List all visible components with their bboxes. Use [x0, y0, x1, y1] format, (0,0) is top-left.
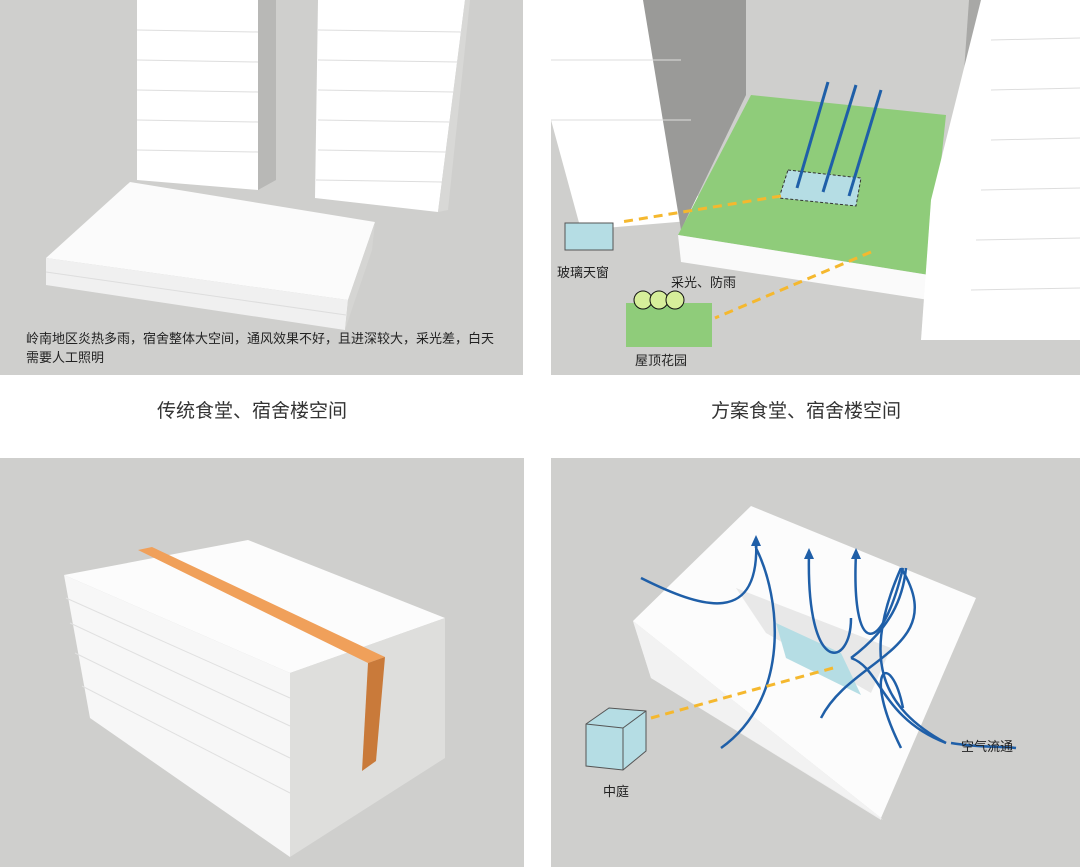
traditional-massing-drawing [45, 0, 470, 330]
roof-garden-label: 屋顶花园 [635, 354, 688, 369]
lighting-rainproof-label: 采光、防雨 [671, 276, 737, 291]
scheme-caption: 方案食堂、宿舍楼空间 [710, 400, 901, 422]
scheme-massing-drawing [551, 0, 1080, 347]
scheme-upper-panel: 玻璃天窗 采光、防雨 屋顶花园 [551, 0, 1080, 375]
traditional-lower-panel [0, 458, 524, 867]
traditional-block-drawing [64, 540, 445, 857]
skylight-label: 玻璃天窗 [557, 266, 610, 281]
traditional-upper-panel: 岭南地区炎热多雨，宿舍整体大空间，通风效果不好，且进深较大，采光差，白天需要人工… [0, 0, 523, 375]
scheme-courtyard-drawing [585, 506, 1017, 820]
scheme-lower-panel: 空气流通 中庭 [551, 458, 1080, 867]
traditional-caption: 传统食堂、宿舍楼空间 [156, 400, 347, 422]
airflow-label: 空气流通 [961, 740, 1014, 755]
courtyard-label: 中庭 [603, 785, 630, 800]
traditional-description: 岭南地区炎热多雨，宿舍整体大空间，通风效果不好，且进深较大，采光差，白天需要人工… [26, 332, 495, 366]
